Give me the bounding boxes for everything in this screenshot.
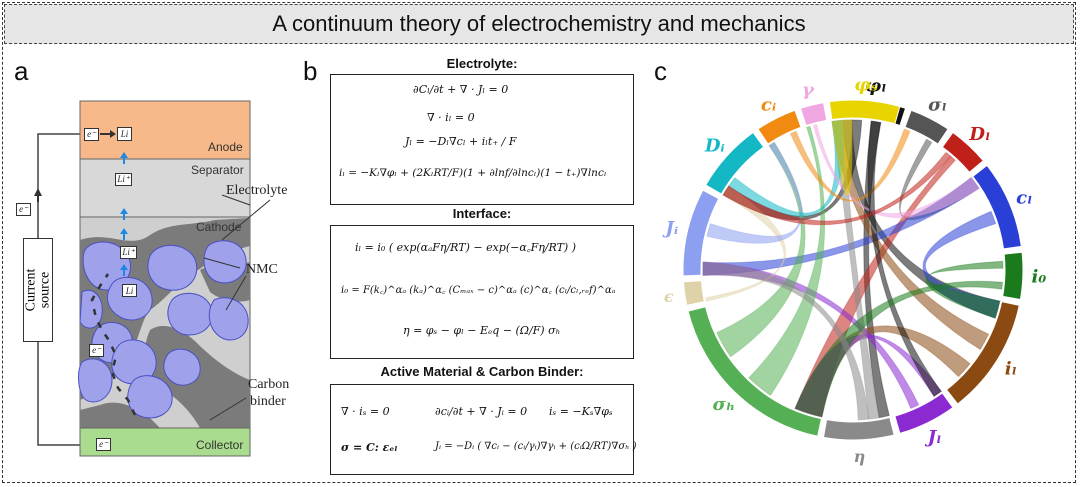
interface-heading: Interface: [452, 206, 512, 221]
chord-ribbon [812, 123, 980, 219]
chord-label: i₀ [1032, 266, 1047, 287]
electron-box-cathode: e⁻ [89, 344, 104, 357]
chord-ribbon [727, 119, 844, 217]
active-eq-2: ∂cᵢ/∂t + ∇ · Jᵢ = 0 [435, 405, 528, 418]
chord-ribbon [794, 280, 1004, 418]
chord-arc [687, 306, 822, 437]
chord-label: Jᵢ [662, 218, 678, 239]
electrolyte-callout-line [221, 194, 251, 206]
panel-letter-c: c [654, 56, 667, 86]
chord-label: cᵢ [761, 94, 776, 115]
chord-ribbon [748, 125, 826, 397]
cathode-label: Cathode [196, 220, 242, 234]
electrolyte-callout: Electrolyte [226, 183, 288, 198]
interface-equation-box: iₗ = i₀ ( exp(αₐFη/RT) − exp(−α꜀Fη/RT) )… [330, 225, 634, 359]
figure-title: A continuum theory of electrochemistry a… [272, 11, 806, 36]
carbon-binder-callout-2: binder [250, 394, 286, 409]
chord-label: Jₗ [925, 427, 942, 448]
electrolyte-eq-4: iₗ = −Kₗ∇φₗ + (2KₗRT/F)(1 + ∂lnf/∂lncₗ)(… [339, 167, 607, 179]
chord-arc [941, 131, 984, 174]
chord-arc [904, 109, 949, 145]
chord-label: cₗ [1016, 187, 1032, 208]
chord-arc [705, 131, 765, 195]
chord-arc [894, 392, 954, 435]
nmc-callout-line [203, 257, 241, 269]
separator-layer [79, 158, 251, 218]
carbon-binder-callout-1: Carbon [248, 377, 290, 392]
chord-arc [682, 280, 705, 306]
active-material-equation-box: ∇ · iₛ = 0 ∂cᵢ/∂t + ∇ · Jᵢ = 0 iₛ = −Kₛ∇… [330, 384, 637, 475]
chord-arc [799, 102, 828, 127]
chord-label: Dᵢ [704, 136, 725, 157]
chord-ribbon [702, 261, 870, 421]
interface-eq-3: η = φₛ − φₗ − Eₑq − (Ω/F) σₕ [403, 324, 561, 337]
active-eq-4: σ = C: εₑₗ [341, 441, 398, 454]
chord-label: φₗ [865, 75, 887, 96]
interface-eq-2: i₀ = F(k꜀)^αₐ (kₐ)^α꜀ (Cₘₐₓ − c)^αₐ (c)^… [341, 285, 616, 296]
chord-arc [822, 416, 895, 441]
chord-ribbon [706, 141, 803, 244]
chord-label: σₕ [712, 394, 735, 415]
collector-label: Collector [196, 438, 244, 452]
electrolyte-equation-box: ∂Cₗ/∂t + ∇ · Jₗ = 0 ∇ · iₗ = 0 Jₗ = −Dₗ∇… [330, 74, 634, 205]
li-plus-box-cathode: Li⁺ [120, 246, 137, 259]
chord-arc [972, 164, 1022, 250]
electron-box-collector: e⁻ [96, 438, 111, 451]
electrolyte-eq-2: ∇ · iₗ = 0 [427, 111, 475, 124]
current-source-label: Current source [23, 268, 53, 312]
chord-ribbon [722, 151, 952, 226]
electrolyte-eq-3: Jₗ = −Dₗ∇cₗ + iₗt₊ / F [405, 135, 517, 148]
chord-ribbons [702, 119, 1004, 421]
panel-letter-a: a [14, 56, 29, 86]
chord-label: σₗ [928, 94, 947, 115]
electrolyte-heading: Electrolyte: [446, 56, 518, 71]
electrolyte-eq-1: ∂Cₗ/∂t + ∇ · Jₗ = 0 [413, 83, 509, 96]
active-eq-3: iₛ = −Kₛ∇φₛ [549, 405, 613, 418]
li-plus-box-separator: Li⁺ [115, 173, 132, 186]
chord-label: iₗ [1005, 359, 1017, 380]
arrow-head [110, 130, 116, 138]
nmc-callout: NMC [246, 262, 278, 277]
binder-callout-line [209, 397, 247, 421]
chord-label: ϵ [664, 287, 674, 306]
chord-ribbon [789, 128, 911, 202]
chord-arc [828, 99, 901, 125]
chord-label: Dₗ [968, 124, 990, 145]
active-eq-1: ∇ · iₛ = 0 [341, 405, 390, 418]
title-bar: A continuum theory of electrochemistry a… [4, 4, 1074, 44]
li-box-anode: Li [117, 127, 132, 141]
interface-eq-1: iₗ = i₀ ( exp(αₐFη/RT) − exp(−α꜀Fη/RT) ) [355, 241, 577, 254]
chord-arc [945, 301, 1020, 405]
anode-layer [79, 100, 251, 160]
current-up-arrow [34, 188, 42, 196]
separator-label: Separator [191, 163, 244, 177]
chord-ribbon [831, 119, 853, 196]
active-material-heading: Active Material & Carbon Binder: [380, 364, 584, 379]
panel-letter-b: b [303, 56, 318, 86]
anode-label: Anode [208, 140, 243, 154]
chord-ribbon [867, 120, 942, 397]
chord-arc [1002, 251, 1024, 301]
chord-label: η [854, 447, 866, 466]
electron-box-anode: e⁻ [84, 128, 99, 141]
chord-ribbon [925, 260, 1004, 319]
ion-arrows [120, 152, 128, 276]
chord-label: γ [802, 80, 815, 101]
current-source-box: Current source [23, 238, 53, 342]
electron-box-wire: e⁻ [16, 203, 31, 216]
chord-arc [682, 189, 720, 277]
chord-arc [757, 109, 802, 145]
li-box-cathode: Li [122, 284, 137, 297]
active-eq-5: Jᵢ = −Dᵢ ( ∇cᵢ − (cᵢ/γᵢ)∇γᵢ + (cᵢΩ/RT)∇σ… [435, 441, 637, 452]
chord-label: φₛ [854, 74, 877, 95]
